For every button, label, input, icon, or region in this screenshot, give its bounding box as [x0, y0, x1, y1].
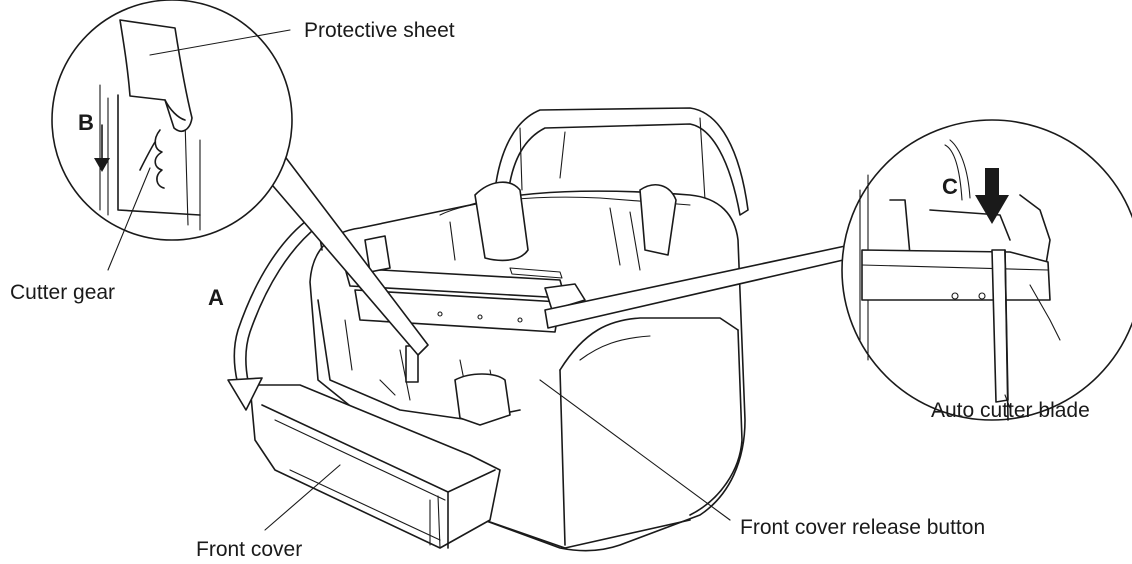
rotation-arrow-a [227, 217, 323, 411]
callout-front-cover-release-button: Front cover release button [740, 516, 985, 539]
front-cover-part [249, 384, 501, 549]
step-label-b: B [78, 110, 94, 135]
leader-cutter-gear [107, 167, 151, 271]
step-label-c: C [942, 174, 958, 199]
callout-front-cover: Front cover [196, 538, 302, 561]
callout-cutter-gear: Cutter gear [10, 281, 115, 304]
inset-magnifier-c: C [544, 119, 1132, 421]
inset-magnifier-b: B [51, 0, 429, 356]
leader-protective-sheet [149, 29, 291, 56]
leader-front-cover-release-button [539, 379, 731, 521]
leader-auto-cutter-blade [1004, 394, 1011, 409]
leader-lines [107, 29, 1011, 531]
leader-front-cover [264, 464, 341, 531]
callout-protective-sheet: Protective sheet [304, 19, 455, 42]
callout-auto-cutter-blade: Auto cutter blade [931, 399, 1090, 422]
step-label-a: A [208, 285, 224, 310]
